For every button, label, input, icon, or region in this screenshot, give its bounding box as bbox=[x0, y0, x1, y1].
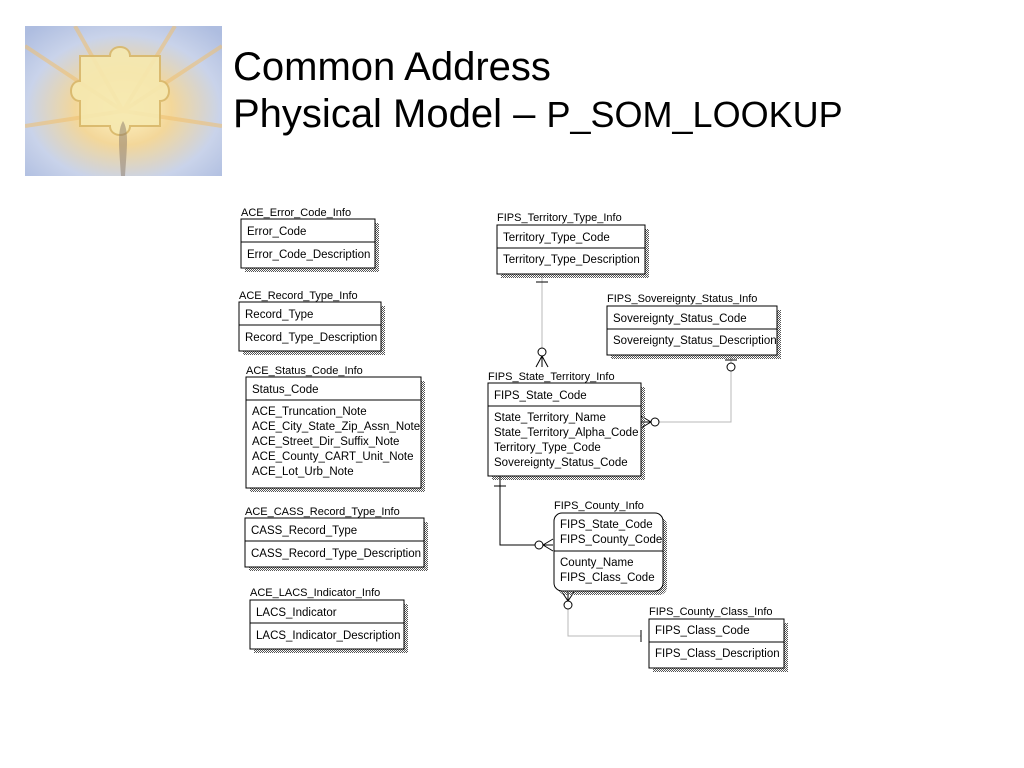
rel-sovereignty-to-state bbox=[656, 356, 732, 423]
attribute-field: County_Name bbox=[560, 557, 634, 569]
key-field: FIPS_State_Code bbox=[494, 390, 587, 402]
key-field: Error_Code bbox=[247, 226, 306, 238]
entity-ace-status-code-info: ACE_Status_Code_Info Status_Code ACE_Tru… bbox=[245, 365, 425, 492]
key-field: LACS_Indicator bbox=[256, 607, 337, 619]
entity-name: FIPS_County_Class_Info bbox=[649, 606, 773, 618]
entity-name: ACE_Error_Code_Info bbox=[241, 207, 351, 219]
entity-ace-cass-record-type-info: ACE_CASS_Record_Type_Info CASS_Record_Ty… bbox=[244, 506, 428, 571]
title-line-2-sub: P_SOM_LOOKUP bbox=[546, 94, 843, 136]
entity-ace-error-code-info: ACE_Error_Code_Info Error_Code Error_Cod… bbox=[240, 207, 379, 272]
key-field: CASS_Record_Type bbox=[251, 525, 357, 537]
entity-fips-county-info: FIPS_County_Info FIPS_State_Code FIPS_Co… bbox=[553, 500, 667, 595]
key-field: Record_Type bbox=[245, 309, 313, 321]
entity-fips-territory-type-info: FIPS_Territory_Type_Info Territory_Type_… bbox=[496, 212, 649, 278]
entity-name: FIPS_Sovereignty_Status_Info bbox=[607, 293, 757, 305]
attribute-field: ACE_Lot_Urb_Note bbox=[252, 466, 354, 478]
title-line-2-main: Physical Model – bbox=[233, 92, 536, 137]
attribute-field: ACE_Street_Dir_Suffix_Note bbox=[252, 436, 399, 448]
key-field: Status_Code bbox=[252, 384, 319, 396]
attribute-field: CASS_Record_Type_Description bbox=[251, 548, 421, 560]
attribute-field: State_Territory_Name bbox=[494, 412, 606, 424]
entity-ace-lacs-indicator-info: ACE_LACS_Indicator_Info LACS_Indicator L… bbox=[249, 587, 408, 653]
rel-class-to-county bbox=[567, 606, 641, 637]
key-field: Territory_Type_Code bbox=[503, 232, 610, 244]
attribute-field: Sovereignty_Status_Description bbox=[613, 335, 777, 347]
entity-fips-state-territory-info: FIPS_State_Territory_Info FIPS_State_Cod… bbox=[487, 371, 645, 480]
attribute-field: Sovereignty_Status_Code bbox=[494, 457, 628, 469]
attribute-field: Error_Code_Description bbox=[247, 249, 370, 261]
attribute-field: Territory_Type_Description bbox=[503, 254, 640, 266]
entity-name: FIPS_Territory_Type_Info bbox=[497, 212, 622, 224]
puzzle-piece-sunburst-logo bbox=[25, 26, 222, 176]
entity-name: ACE_Status_Code_Info bbox=[246, 365, 363, 377]
key-field: FIPS_State_Code bbox=[560, 519, 653, 531]
title-line-2: Physical Model – P_SOM_LOOKUP bbox=[233, 91, 843, 138]
entity-name: FIPS_State_Territory_Info bbox=[488, 371, 615, 383]
attribute-field: FIPS_Class_Code bbox=[560, 572, 655, 584]
key-field: FIPS_Class_Code bbox=[655, 625, 750, 637]
attribute-field: Territory_Type_Code bbox=[494, 442, 601, 454]
key-field: FIPS_County_Code bbox=[560, 534, 662, 546]
entity-name: ACE_CASS_Record_Type_Info bbox=[245, 506, 400, 518]
attribute-field: ACE_County_CART_Unit_Note bbox=[252, 451, 414, 463]
key-field: Sovereignty_Status_Code bbox=[613, 313, 747, 325]
attribute-field: FIPS_Class_Description bbox=[655, 648, 780, 660]
entity-name: ACE_LACS_Indicator_Info bbox=[250, 587, 380, 599]
attribute-field: ACE_Truncation_Note bbox=[252, 406, 367, 418]
entity-fips-sovereignty-status-info: FIPS_Sovereignty_Status_Info Sovereignty… bbox=[606, 293, 781, 359]
relationship-lines bbox=[541, 274, 732, 637]
attribute-field: ACE_City_State_Zip_Assn_Note bbox=[252, 421, 420, 433]
attribute-field: LACS_Indicator_Description bbox=[256, 630, 400, 642]
page-title: Common Address Physical Model – P_SOM_LO… bbox=[233, 44, 843, 138]
entity-ace-record-type-info: ACE_Record_Type_Info Record_Type Record_… bbox=[238, 290, 385, 355]
attribute-field: Record_Type_Description bbox=[245, 332, 377, 344]
title-line-1: Common Address bbox=[233, 45, 551, 89]
entity-name: FIPS_County_Info bbox=[554, 500, 644, 512]
entity-name: ACE_Record_Type_Info bbox=[239, 290, 358, 302]
attribute-field: State_Territory_Alpha_Code bbox=[494, 427, 638, 439]
relationship-symbols bbox=[494, 281, 737, 642]
entity-fips-county-class-info: FIPS_County_Class_Info FIPS_Class_Code F… bbox=[648, 606, 788, 672]
